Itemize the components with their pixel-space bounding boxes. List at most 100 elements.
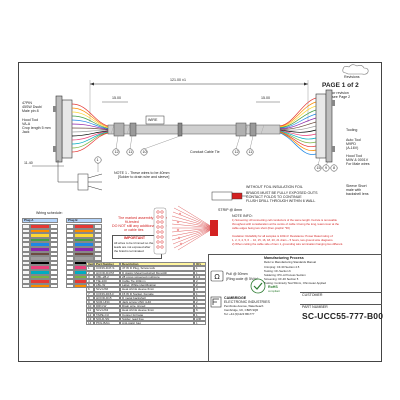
- wiring-cell: [66, 274, 74, 280]
- ohm-sub: (Ring code @ 5Vdc): [226, 277, 259, 281]
- bom-cell: 10: [86, 304, 94, 309]
- bom-header-cell: Item: [86, 262, 94, 267]
- bom-cell: Heat shrink sleeve 6mm: [120, 287, 194, 292]
- bom-cell: TAPE-CU: [94, 312, 120, 317]
- wiring-cell: [94, 247, 102, 252]
- left-hood-1: Hood Tool: [22, 118, 39, 122]
- wiring-cell: [22, 242, 30, 247]
- wiring-cell: [30, 228, 50, 234]
- rohs-icon: [250, 278, 266, 294]
- connector-pin-face: [153, 207, 167, 255]
- wiring-cell: [22, 279, 30, 284]
- balloon-1-label: 1: [96, 158, 99, 162]
- wiring-cell: [94, 224, 102, 229]
- balloon-15-label: 15: [316, 166, 321, 170]
- wiring-cell: [22, 237, 30, 243]
- process-l4: Soldering: IPC-A Process Section: [264, 273, 306, 277]
- wiring-cell: [66, 265, 74, 270]
- wiring-cell: [74, 228, 94, 234]
- fit-note-2: fit-tested: [125, 220, 139, 224]
- shield-l3: FLUSH DRILL THROUGH WITHIN 6 WALL: [246, 199, 316, 203]
- process-l5: Screening: CF-30 Section 5: [264, 277, 299, 281]
- customer-label: CUSTOMER: [302, 293, 323, 297]
- right-hood-1: Hood Tool: [346, 154, 363, 158]
- bom-cell: Drain wire, tinned: [120, 304, 194, 309]
- wiring-cell: [66, 224, 74, 229]
- left-lead-dim: 11.40: [24, 161, 33, 165]
- bom-cell: SOLD-SN: [94, 316, 120, 321]
- customer-box: [300, 292, 382, 305]
- fit-note-4: or cable ties: [124, 228, 144, 232]
- rohs-label: RoHS: [268, 285, 278, 289]
- wire-fan-diagram: [171, 205, 218, 251]
- strip-label: STRIP @ 8mm: [218, 208, 243, 212]
- bom-cell: 1: [194, 312, 206, 317]
- bom-cell: 5: [86, 283, 94, 288]
- right-sleeve-1: Sleeve Short: [346, 184, 367, 188]
- cable-tie-label: Conduct Cable Tie: [190, 150, 220, 154]
- note1-line2: [Solder to drain wire and sleeve]: [118, 175, 170, 179]
- bom-cell: Heat shrink sleeve 3mm: [120, 308, 194, 313]
- wiring-cell: [50, 283, 58, 289]
- wiring-cell: [50, 242, 58, 247]
- balloon-8-label: 8: [333, 166, 335, 170]
- wiring-cell: [94, 251, 102, 257]
- wiring-cell: [66, 233, 74, 238]
- bom-cell: 28 cores screened multicore: [120, 274, 194, 279]
- wiring-cell: [30, 224, 50, 229]
- balloon-11b: 11: [248, 150, 253, 154]
- svg-text:Ω: Ω: [214, 273, 220, 281]
- important-l2: leads are not exposed after: [114, 245, 151, 249]
- page-note-2: see Page 2: [332, 95, 351, 99]
- wiring-cell: [50, 237, 58, 243]
- wiring-cell: [50, 270, 58, 275]
- bom-cell: 2: [194, 300, 206, 305]
- wiring-cell: [22, 274, 30, 280]
- left-conn-desc-2: 45SW Dsub/: [22, 105, 43, 109]
- wiring-cell: [74, 233, 94, 238]
- wiring-cell: [94, 228, 102, 234]
- right-sleeve-3: backshell lens: [346, 192, 369, 196]
- wiring-cell: [66, 256, 74, 261]
- wiring-cell: [30, 279, 50, 284]
- right-hood-2: M/W & 0001V: [346, 158, 369, 162]
- page-note-1: For revision: [330, 91, 349, 95]
- wiring-schedule-title: Wiring schedule:: [36, 211, 63, 215]
- wiring-cell: [50, 265, 58, 270]
- bom-cell: Jack screw UNC 4-40: [120, 300, 194, 305]
- company-name: CAMBRIDGE: [224, 296, 247, 300]
- bom-header-cell: Qty: [194, 262, 206, 267]
- shield-l2: CONTACT FOLDS TO CONTINUE: [246, 195, 302, 199]
- part-number-label: PART NUMBER: [302, 305, 328, 309]
- wiring-cell: [30, 283, 50, 289]
- company-addr-1: Pembroke Avenue, Waterbeach: [224, 304, 264, 308]
- right-hood-3: For Male wires: [346, 162, 370, 166]
- bom-cell: 4: [86, 279, 94, 284]
- right-tooling-2: Auto Tool: [346, 138, 361, 142]
- bom-cell: PKG-BAG: [94, 321, 120, 326]
- company-addr-3: Tel: +44 (0)1223 861777: [224, 312, 255, 316]
- wiring-cell: [74, 224, 94, 229]
- bom-cell: D plastic Metal backshell Monolith: [120, 270, 194, 275]
- left-offset-dim: 15.00: [112, 96, 121, 100]
- bom-cell: Anti-static bag: [120, 321, 194, 326]
- bom-cell: LBL-W: [94, 283, 120, 288]
- note-info-title: NOTE INFO:: [232, 214, 253, 218]
- bom-cell: 2: [194, 279, 206, 284]
- wiring-cell: [22, 256, 30, 261]
- company-addr-2: Cambridge, UK, CB25 9QR: [224, 308, 259, 312]
- wiring-cell: [74, 237, 94, 243]
- bom-cell: 9: [86, 300, 94, 305]
- wiring-cell: [22, 265, 30, 270]
- page-indicator: PAGE 1 of 2: [322, 82, 359, 89]
- bom-cell: 3: [86, 274, 94, 279]
- process-label: Manufacturing Process: [264, 256, 304, 260]
- wiring-cell: [50, 274, 58, 280]
- harness-drawing: [32, 80, 338, 191]
- part-number-box: [300, 304, 382, 329]
- revision-label: Revisions: [344, 75, 360, 79]
- left-hood-4: Jack: [22, 130, 30, 134]
- wiring-cell: [22, 228, 30, 234]
- wiring-cell: [30, 270, 50, 275]
